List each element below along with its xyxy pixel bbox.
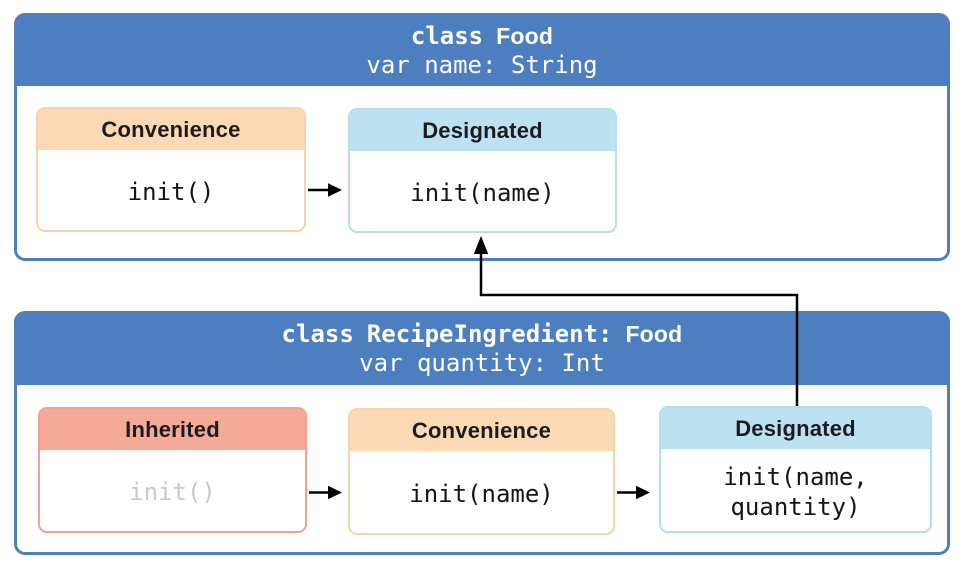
class-food-name: Food	[496, 22, 554, 49]
food-convenience-label: Convenience	[38, 109, 304, 153]
class-recipeingredient-title: class RecipeIngredient: Food	[282, 321, 683, 349]
class-food-property: var name: String	[366, 50, 598, 79]
recipe-designated-label: Designated	[661, 408, 930, 452]
food-designated-label: Designated	[350, 110, 615, 154]
class-food-title: class Food	[410, 21, 554, 51]
class-recipeingredient-frame: class RecipeIngredient: Food var quantit…	[14, 311, 950, 555]
food-designated-init-box: Designated init(name)	[348, 108, 617, 233]
recipe-inherited-label: Inherited	[40, 409, 305, 453]
class-keyword: class	[281, 320, 354, 349]
recipe-inherited-code: init()	[129, 478, 216, 506]
recipe-convenience-label: Convenience	[350, 410, 613, 454]
class-recipeingredient-header: class RecipeIngredient: Food var quantit…	[17, 314, 947, 385]
class-food-header: class Food var name: String	[17, 16, 947, 86]
class-keyword: class	[410, 21, 484, 50]
class-recipeingredient-superclass: Food	[625, 321, 683, 348]
class-food-frame: class Food var name: String Convenience …	[14, 13, 950, 261]
recipe-designated-init-box: Designated init(name, quantity)	[659, 406, 932, 533]
recipe-designated-code: init(name, quantity)	[723, 462, 868, 521]
food-designated-code: init(name)	[410, 178, 555, 207]
food-convenience-code: init()	[127, 177, 215, 206]
recipe-convenience-code: init(name)	[409, 479, 554, 508]
class-recipeingredient-name: RecipeIngredient:	[366, 320, 613, 349]
recipe-convenience-init-box: Convenience init(name)	[348, 408, 615, 535]
food-convenience-init-box: Convenience init()	[36, 107, 306, 232]
class-recipeingredient-property: var quantity: Int	[359, 349, 605, 377]
recipe-inherited-init-box: Inherited init()	[38, 407, 307, 533]
